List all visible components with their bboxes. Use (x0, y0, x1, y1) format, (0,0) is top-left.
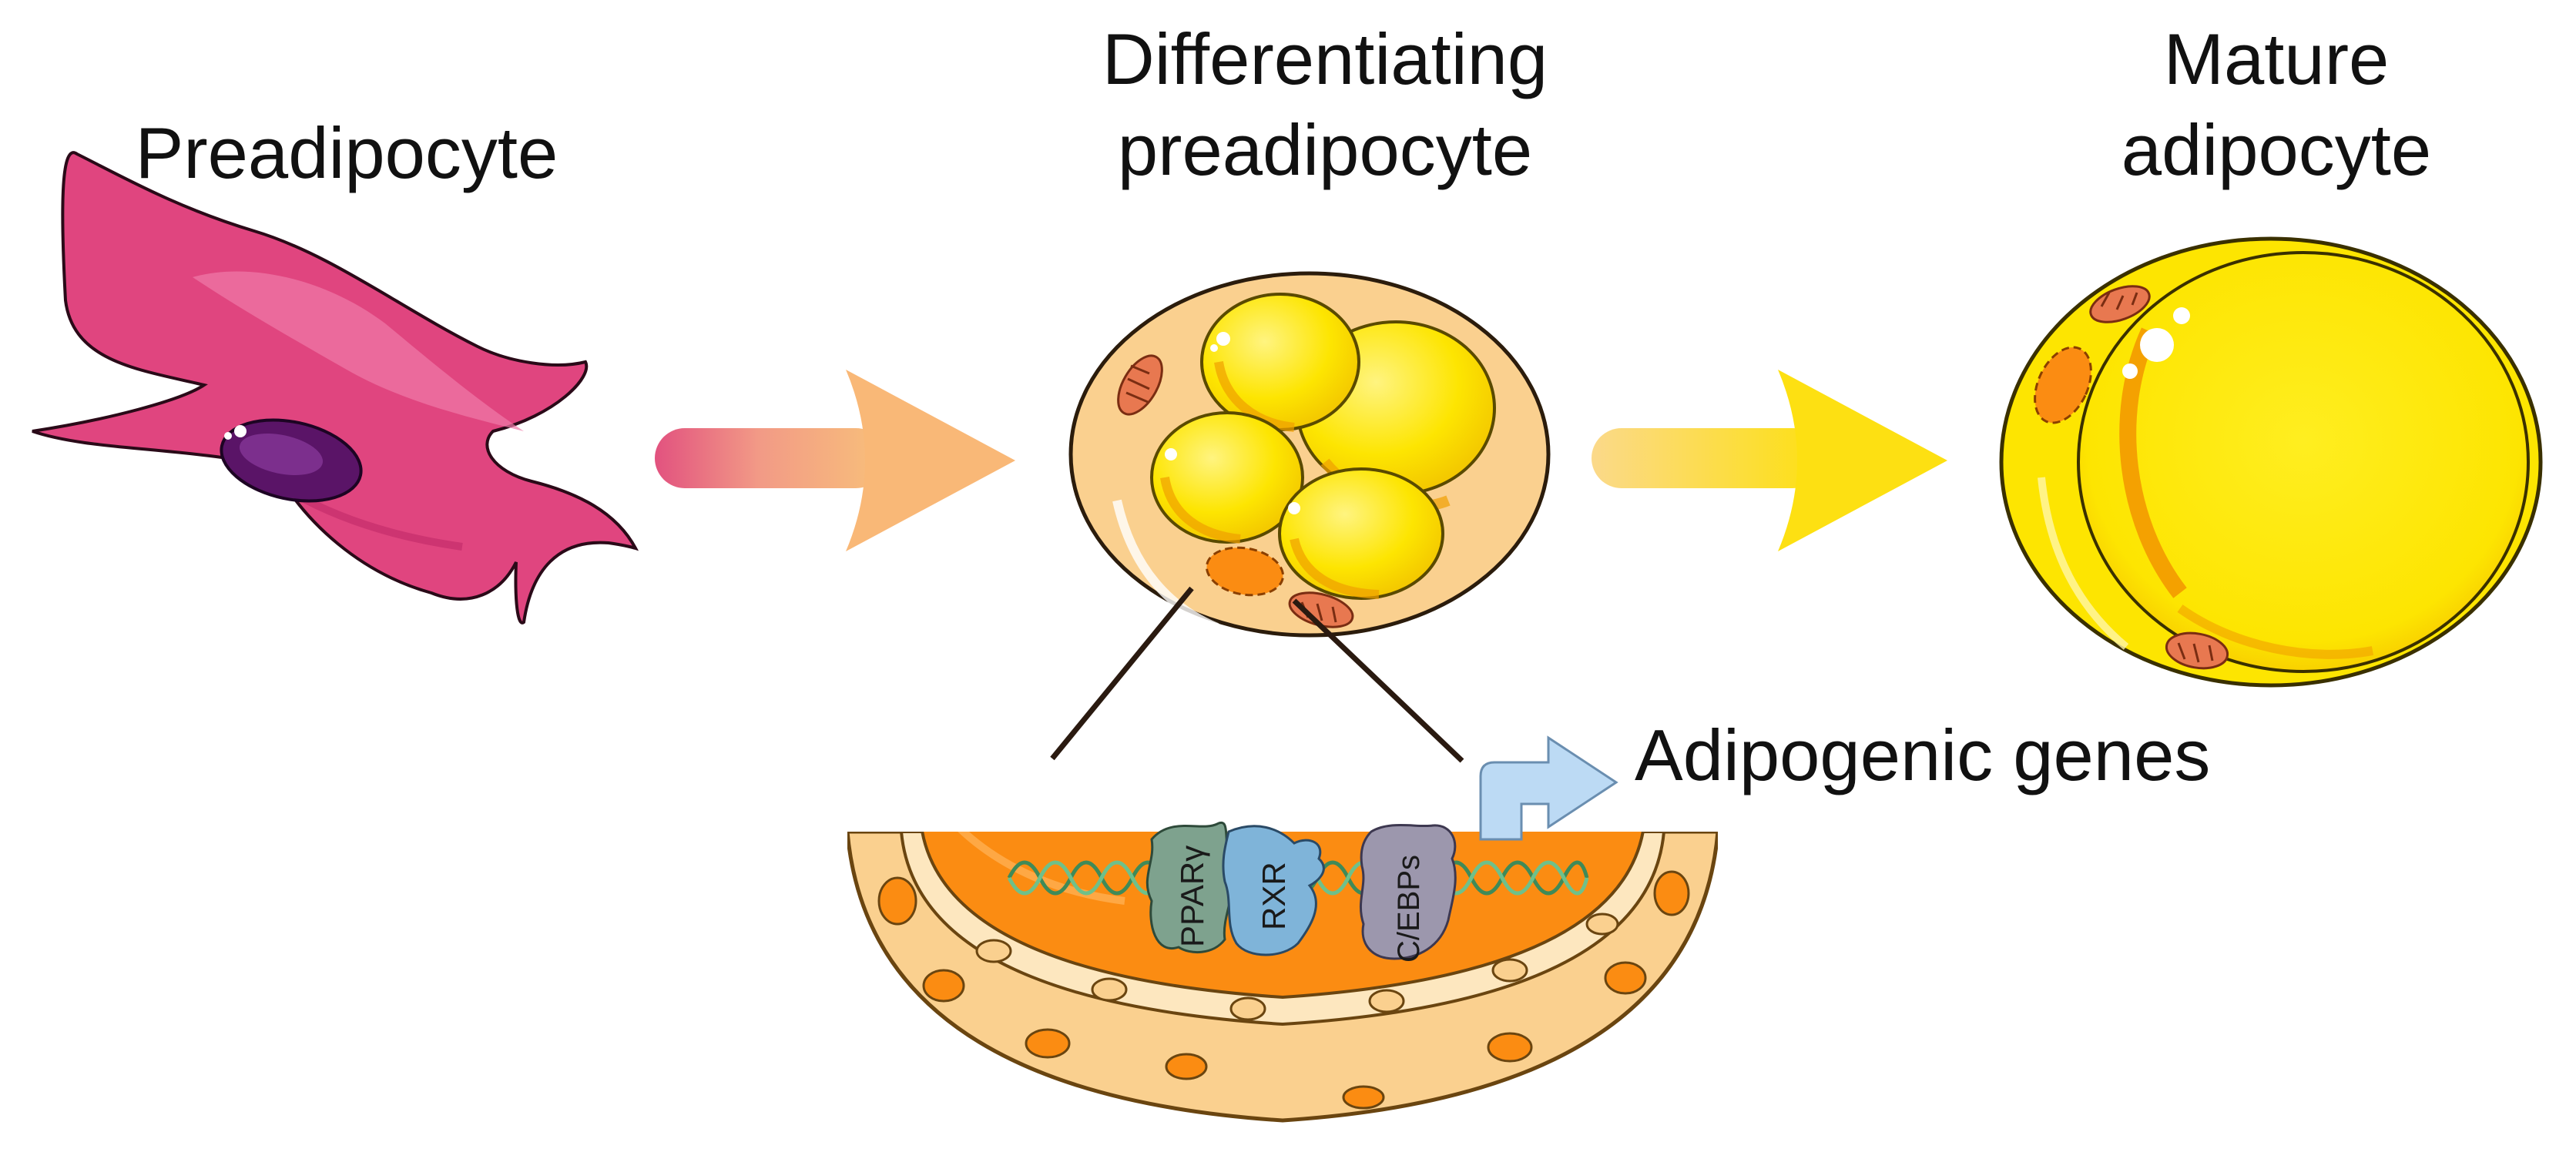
rxr-label: RXR (1256, 862, 1292, 930)
lipid-droplet-icon (1200, 293, 1360, 432)
stage-label-mature: Mature adipocyte (2007, 14, 2546, 196)
mitochondrion-icon (2089, 285, 2151, 323)
stage-label-line: Preadipocyte (135, 112, 558, 193)
zoom-line-right (1292, 598, 1464, 763)
lipid-droplet-icon (1150, 411, 1304, 544)
preadipocyte-cell-icon (32, 151, 639, 625)
mitochondrion-icon (1117, 354, 1163, 416)
ppar-factor (1145, 821, 1236, 954)
arrow-icon (655, 370, 1015, 551)
zoom-line-left (1050, 586, 1194, 761)
mitochondrion-icon (1288, 591, 1354, 628)
stage-label-line: adipocyte (2121, 109, 2432, 190)
nucleus-icon (1205, 546, 1285, 597)
nucleus-icon (2034, 346, 2092, 424)
stage-label-line: Mature (2163, 18, 2390, 99)
stage-label-line: preadipocyte (1117, 109, 1533, 190)
rxr-factor (1222, 825, 1325, 956)
lipid-droplet-icon (1278, 467, 1444, 600)
cebp-label: C/EBPs (1392, 855, 1426, 963)
arrow-icon (1592, 370, 1947, 551)
mature-adipocyte-cell-icon (1999, 236, 2543, 688)
differentiating-cell-icon (1068, 271, 1551, 638)
nucleus-detail: PPARγ RXR C/EBPs (847, 735, 1718, 1123)
ppar-label: PPARγ (1174, 846, 1210, 947)
mitochondrion-icon (2165, 631, 2229, 670)
adipogenic-genes-label: Adipogenic genes (1635, 715, 2211, 795)
stage-label-differentiating: Differentiating preadipocyte (1055, 14, 1595, 196)
stage-label-preadipocyte: Preadipocyte (77, 108, 616, 199)
cebp-factor (1359, 824, 1457, 960)
stage-label-line: Differentiating (1102, 18, 1548, 99)
transcription-start-arrow-icon (1479, 735, 1618, 841)
